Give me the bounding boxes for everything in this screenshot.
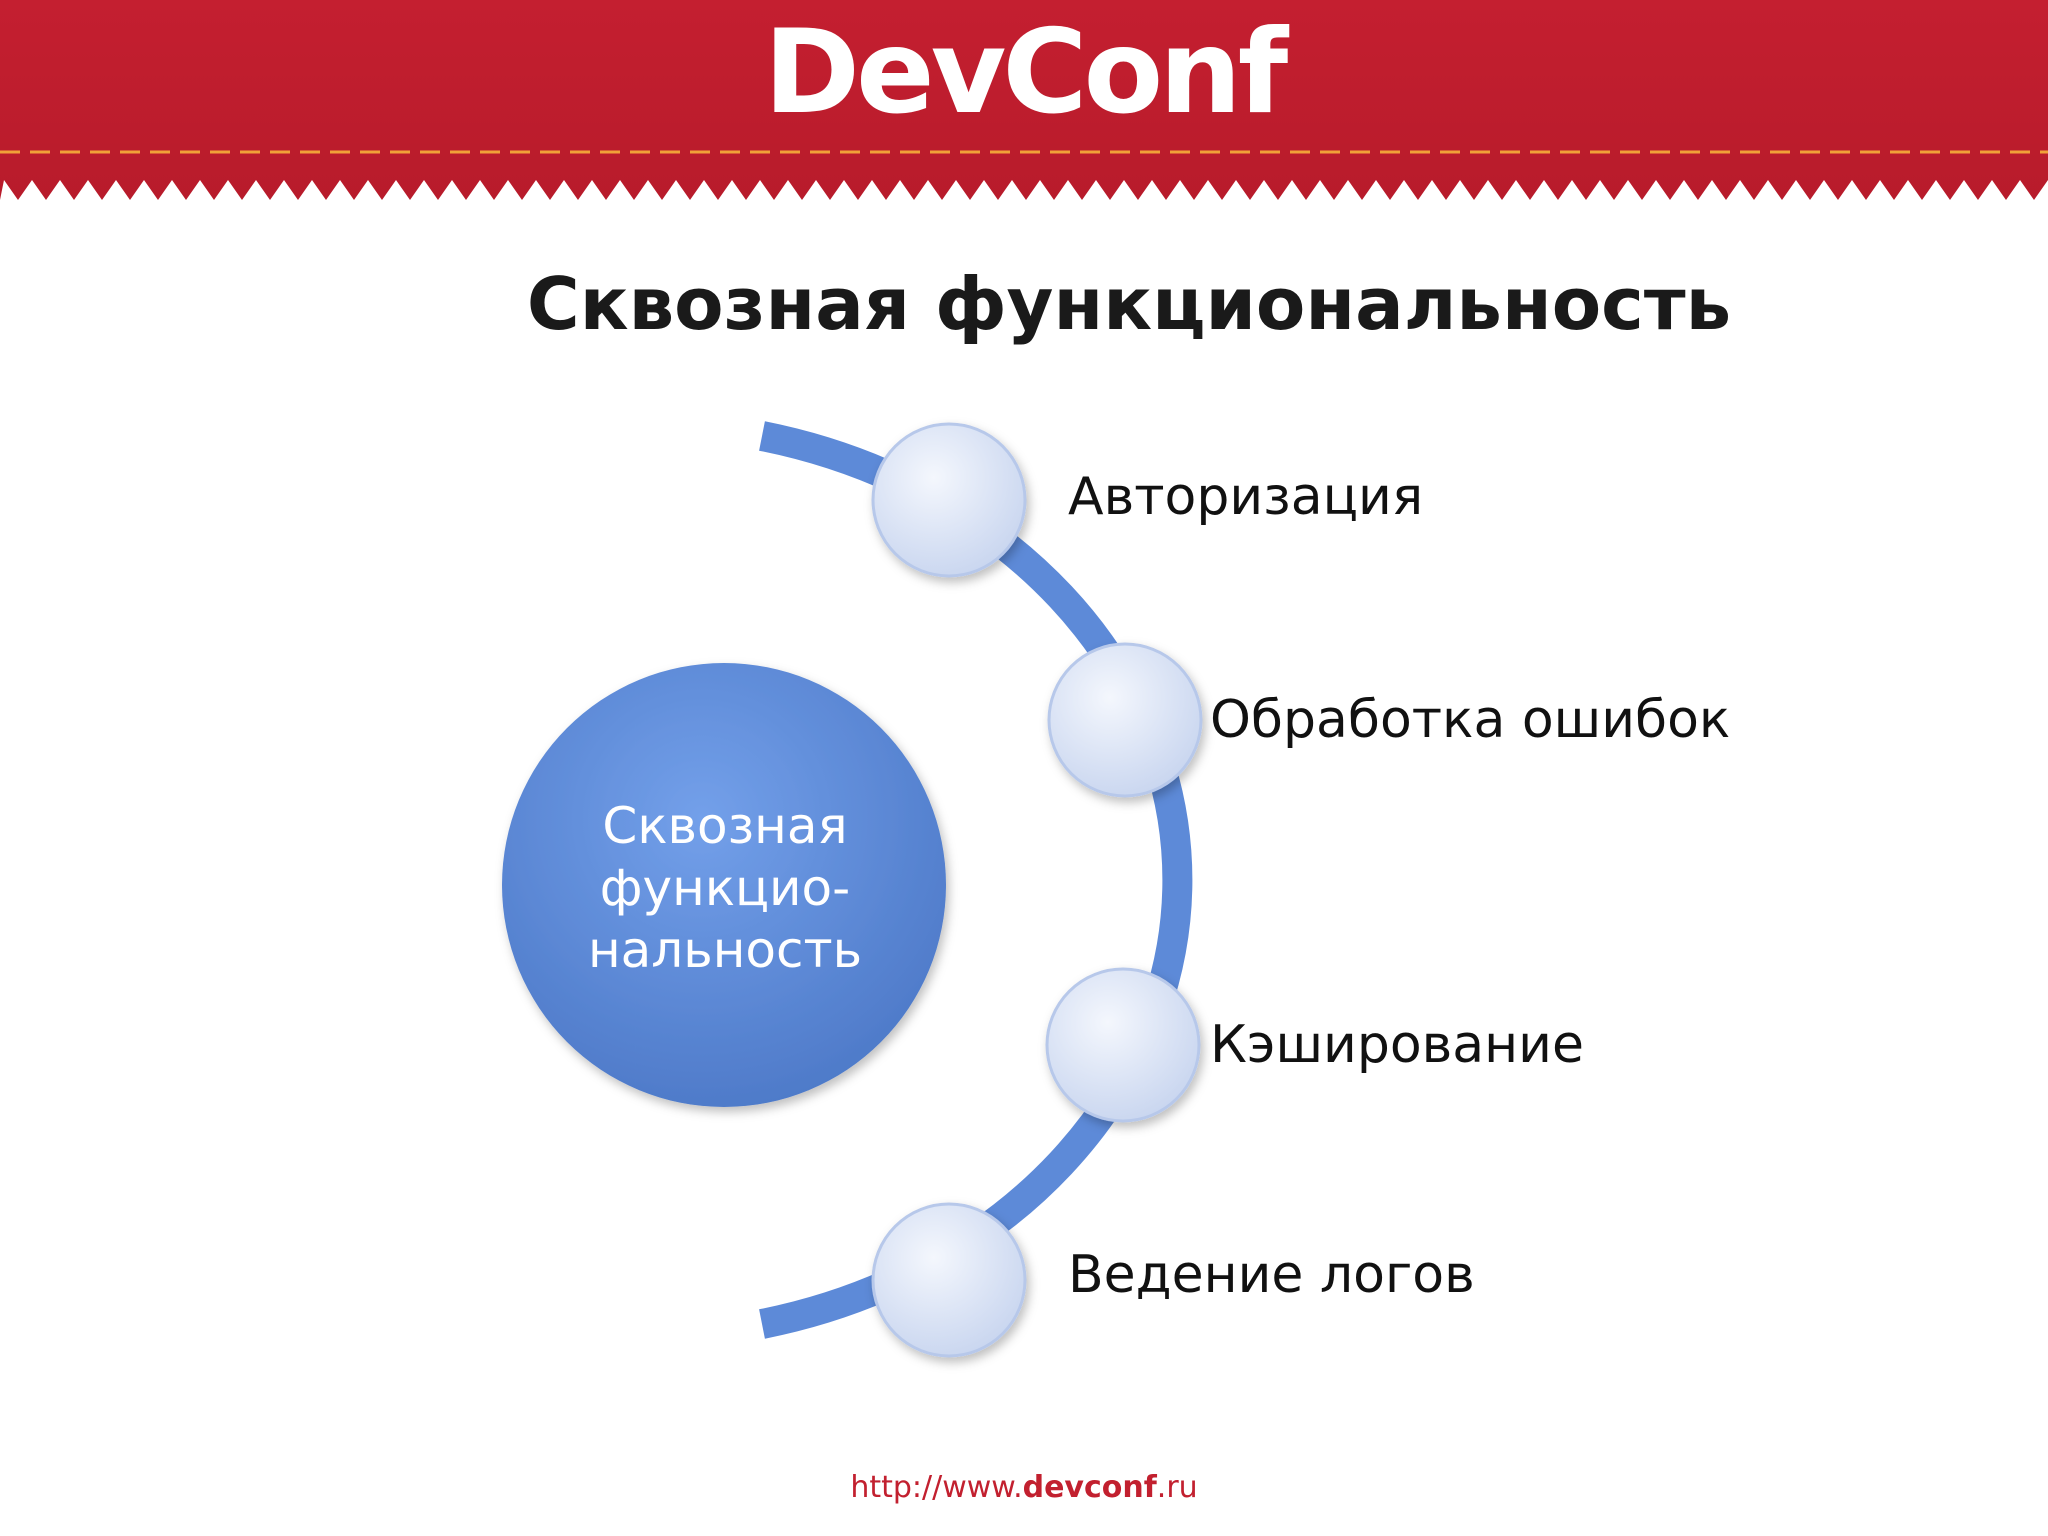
- devconf-logo: DevConf: [763, 5, 1288, 140]
- node-caching: [1045, 967, 1201, 1123]
- footer-url-suffix: .ru: [1156, 1470, 1198, 1505]
- header-banner: [0, 0, 2048, 200]
- hub-label-line: нальность: [587, 921, 863, 979]
- footer-url[interactable]: http://www.devconf.ru: [0, 1470, 2048, 1505]
- footer-url-prefix: http://www.: [850, 1470, 1023, 1505]
- hub-label: Сквозная функцио- нальность: [500, 795, 950, 981]
- hub-circle: [502, 663, 946, 1107]
- label-error-handling: Обработка ошибок: [1210, 690, 1731, 750]
- node-logging: [871, 1202, 1027, 1358]
- hub-label-line: Сквозная: [602, 797, 848, 855]
- node-authorization: [871, 422, 1027, 578]
- label-logging: Ведение логов: [1068, 1245, 1475, 1305]
- label-caching: Кэширование: [1210, 1015, 1584, 1075]
- node-error-handling: [1047, 642, 1203, 798]
- footer-url-domain: devconf: [1022, 1470, 1157, 1505]
- label-authorization: Авторизация: [1068, 467, 1424, 527]
- slide-title: Сквозная функциональность: [526, 262, 1732, 346]
- hub-label-line: функцио-: [599, 859, 851, 917]
